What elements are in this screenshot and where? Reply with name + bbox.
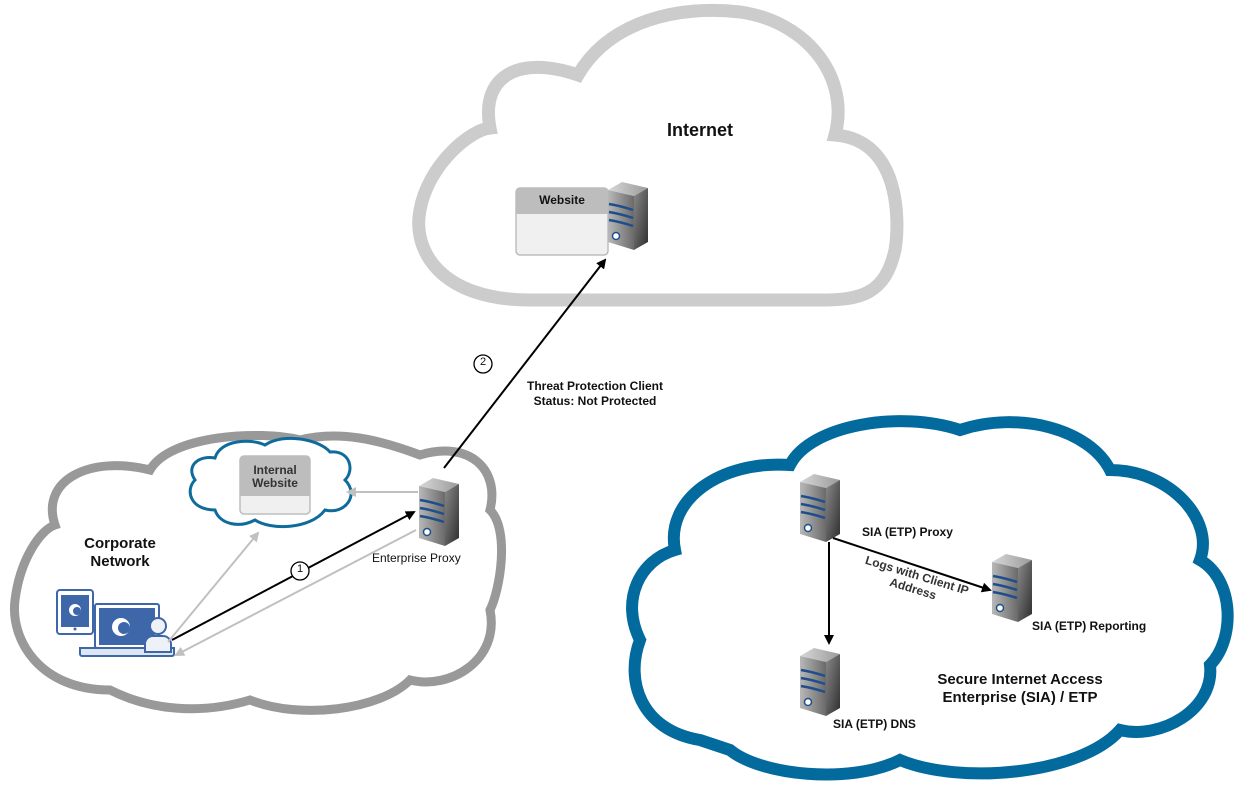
- sia-cloud: [626, 415, 1234, 781]
- website-window: [515, 187, 609, 256]
- internet-cloud: [412, 3, 904, 307]
- corporate-network-label-line2: Network: [90, 553, 150, 570]
- internet-label: Internet: [667, 120, 734, 140]
- arrow-sia-proxy-to-reporting: [832, 537, 992, 593]
- internal-website-label-line2: Website: [252, 476, 298, 490]
- step-2-label: 2: [479, 356, 487, 368]
- step-1-label: 1: [296, 563, 304, 575]
- threat-status-line1: Threat Protection Client: [526, 379, 663, 393]
- sia-proxy-label: SIA (ETP) Proxy: [862, 525, 953, 539]
- enterprise-proxy-label: Enterprise Proxy: [372, 551, 461, 565]
- user-devices-icon: [56, 589, 175, 657]
- sia-dns-server-icon: [798, 646, 842, 718]
- enterprise-proxy-server-icon: [417, 476, 461, 548]
- corporate-network-label-line1: Corporate: [84, 535, 156, 552]
- step-1-badge: [290, 561, 310, 581]
- arrow-proxy-to-client: [174, 529, 417, 656]
- website-label: Website: [539, 193, 585, 207]
- arrow-proxy-to-website: [443, 258, 607, 469]
- sia-cloud-label-line1: Secure Internet Access: [937, 671, 1103, 688]
- sia-dns-label: SIA (ETP) DNS: [833, 717, 916, 731]
- sia-reporting-label: SIA (ETP) Reporting: [1032, 619, 1147, 633]
- threat-status-line2: Status: Not Protected: [533, 394, 657, 408]
- step-2-badge: [473, 354, 493, 374]
- website-server-icon: [606, 180, 650, 252]
- arrow-client-to-internal: [167, 531, 260, 643]
- sia-reporting-server-icon: [990, 552, 1034, 624]
- sia-cloud-label-line2: Enterprise (SIA) / ETP: [942, 689, 1098, 706]
- internal-website-label-line1: Internal: [253, 463, 297, 477]
- internal-website-window: [239, 455, 311, 515]
- sia-proxy-server-icon: [798, 472, 842, 544]
